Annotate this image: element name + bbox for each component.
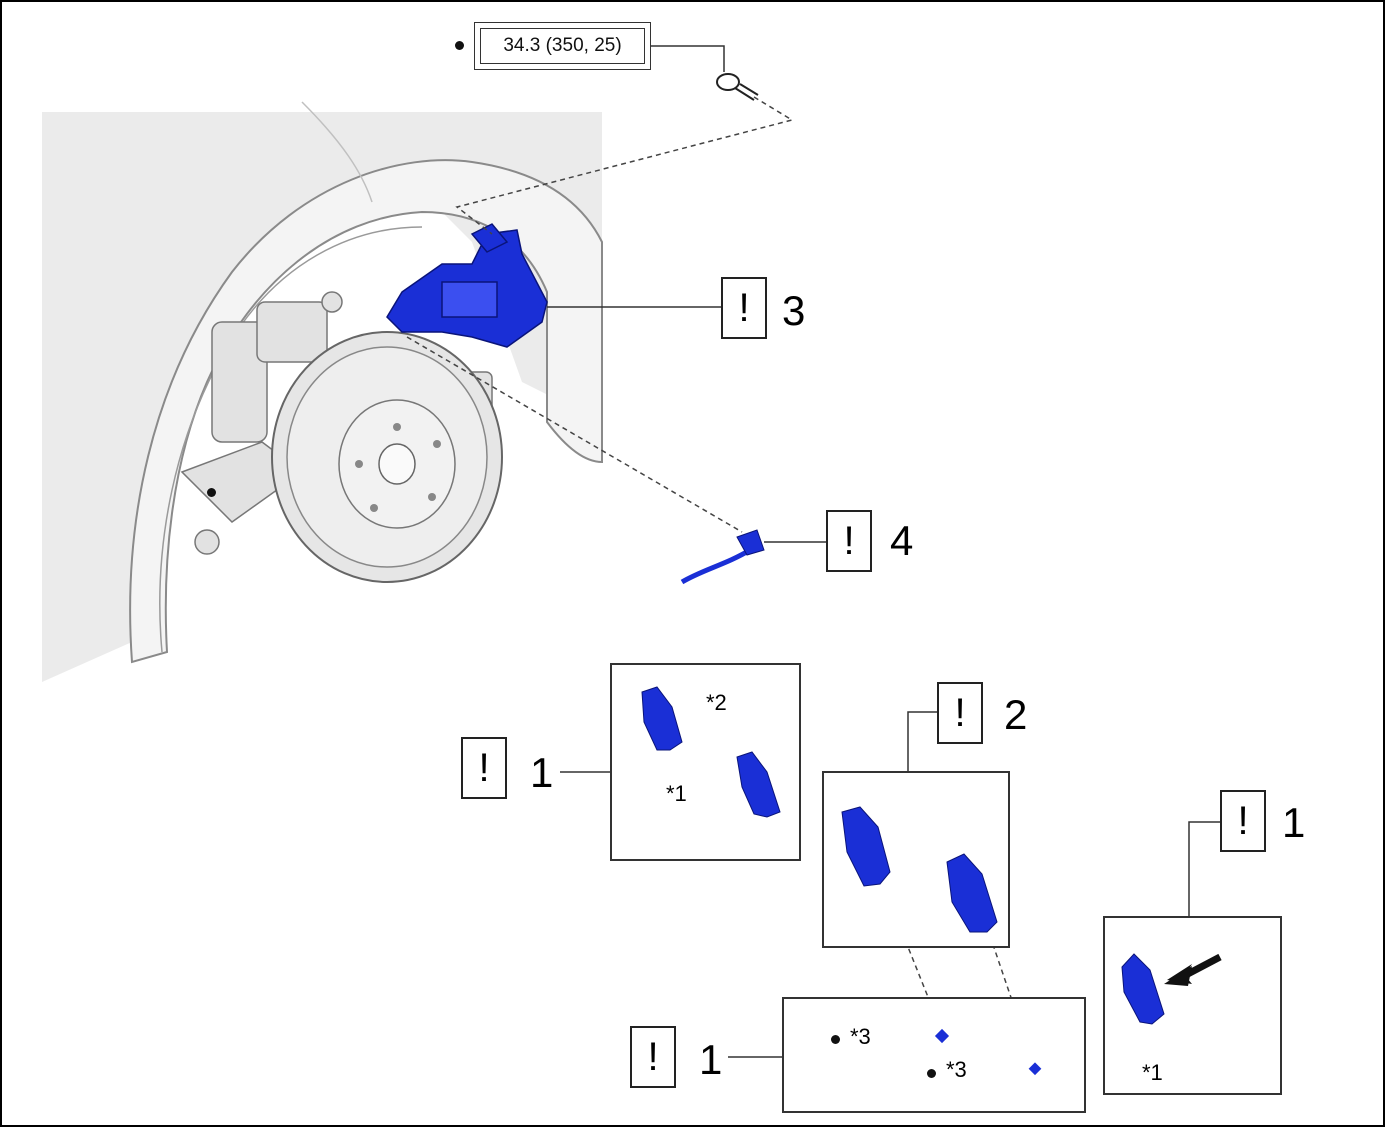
brake-pads-shims: [841, 806, 998, 933]
clips-inset-box: [782, 997, 1086, 1113]
sensor-number: 4: [890, 517, 914, 564]
car-body-panel: [42, 112, 602, 682]
shim-clips: [934, 1028, 1042, 1076]
wheel-arch: [129, 159, 603, 664]
star-label-2: *2: [706, 690, 727, 715]
star-label-3a: *3: [850, 1024, 871, 1049]
wear-inset-box: [1103, 916, 1282, 1095]
torque-bullet: [455, 41, 464, 50]
arrow-head: [1164, 966, 1192, 986]
shims-warning-mark: !: [937, 682, 983, 744]
star-label-1a: *1: [666, 781, 687, 806]
torque-value: 34.3 (350, 25): [480, 28, 645, 64]
pads-number: 1: [530, 749, 554, 796]
clip-bullet-2: [927, 1069, 936, 1078]
body-crease: [301, 101, 373, 203]
torque-spec-box: 34.3 (350, 25): [474, 22, 651, 70]
brake-disc: [271, 331, 503, 583]
wear-leader: [1188, 821, 1220, 917]
wear-indicator-pad: [1121, 953, 1165, 1025]
caliper-number: 3: [782, 287, 806, 334]
sensor-dash-line: [406, 336, 743, 533]
bolt-dash-line: [455, 96, 794, 235]
clips-warning-mark: !: [630, 1026, 676, 1088]
torque-leader: [651, 45, 725, 72]
pads-warning-mark: !: [461, 737, 507, 799]
clip-bullet-1: [831, 1035, 840, 1044]
star-label-3b: *3: [946, 1057, 967, 1082]
wear-sensor: [680, 529, 765, 585]
wear-number: 1: [1282, 799, 1306, 846]
caliper-warning-mark: !: [721, 277, 767, 339]
brake-pads-small: [641, 686, 781, 818]
sensor-warning-mark: !: [826, 510, 872, 572]
wear-warning-mark: !: [1220, 790, 1266, 852]
brake-caliper: [386, 223, 548, 348]
shims-leader: [907, 711, 937, 772]
lubricate-bullet: [207, 488, 216, 497]
clips-number: 1: [699, 1036, 723, 1083]
bolt: [716, 73, 759, 101]
star-label-1b: *1: [1142, 1060, 1163, 1085]
shims-number: 2: [1004, 691, 1028, 738]
